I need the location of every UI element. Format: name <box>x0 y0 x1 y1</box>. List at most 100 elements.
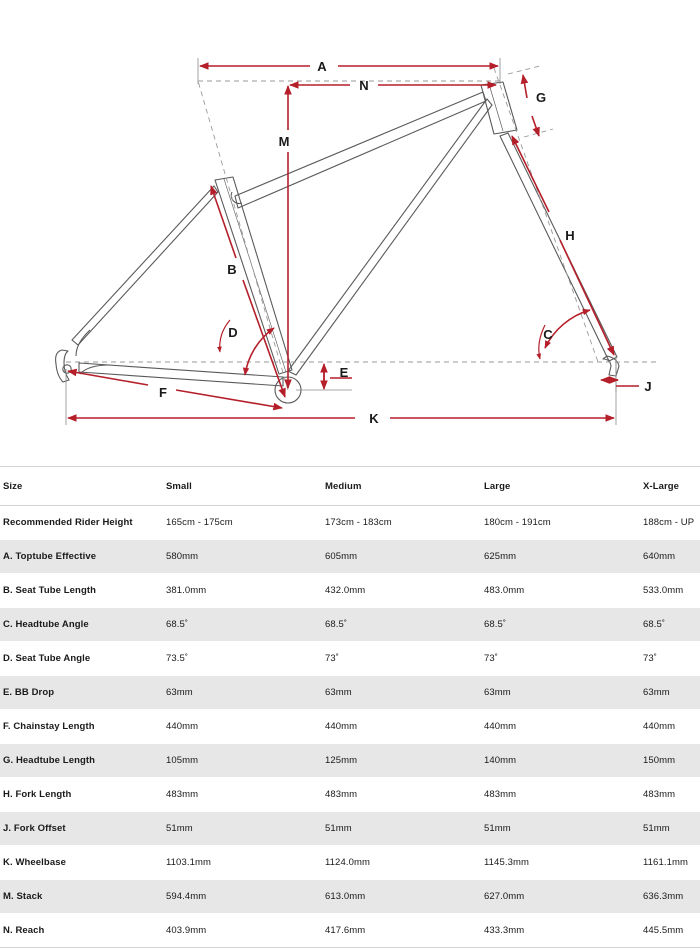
label-D: D <box>228 325 237 340</box>
cell-value: 417.6mm <box>322 913 481 948</box>
label-J: J <box>644 379 651 394</box>
cell-value: 625mm <box>481 539 640 574</box>
label-M: M <box>279 134 290 149</box>
cell-value: 188cm - UP <box>640 505 700 540</box>
cell-value: 1161.1mm <box>640 845 700 880</box>
row-label: H. Fork Length <box>0 777 163 812</box>
cell-value: 483mm <box>640 777 700 812</box>
cell-value: 636.3mm <box>640 879 700 914</box>
cell-value: 73˚ <box>322 641 481 676</box>
label-G: G <box>536 90 546 105</box>
dimension-C <box>536 308 591 360</box>
table-header-row: Size Small Medium Large X-Large <box>0 466 700 506</box>
dimension-E <box>320 363 352 390</box>
row-label: C. Headtube Angle <box>0 607 163 642</box>
label-E: E <box>340 365 349 380</box>
row-label: J. Fork Offset <box>0 811 163 846</box>
cell-value: 51mm <box>481 811 640 846</box>
cell-value: 440mm <box>481 709 640 744</box>
row-label: N. Reach <box>0 913 163 948</box>
column-header-large[interactable]: Large <box>481 466 640 506</box>
cell-value: 594.4mm <box>163 879 322 914</box>
label-K: K <box>369 411 379 426</box>
label-N: N <box>359 78 368 93</box>
dimension-H <box>511 135 615 356</box>
cell-value: 613.0mm <box>322 879 481 914</box>
row-label: Recommended Rider Height <box>0 505 163 540</box>
cell-value: 483.0mm <box>481 573 640 608</box>
cell-value: 1103.1mm <box>163 845 322 880</box>
bike-geometry-diagram: A N M B D E F G H C J K <box>0 0 700 460</box>
frame-outline <box>55 81 620 404</box>
label-B: B <box>227 262 236 277</box>
cell-value: 68.5˚ <box>163 607 322 642</box>
dimension-J <box>600 376 639 387</box>
cell-value: 533.0mm <box>640 573 700 608</box>
cell-value: 140mm <box>481 743 640 778</box>
row-label: F. Chainstay Length <box>0 709 163 744</box>
row-label: K. Wheelbase <box>0 845 163 880</box>
dimension-B <box>210 185 286 398</box>
geometry-svg: A N M B D E F G H C J K <box>55 58 660 426</box>
cell-value: 440mm <box>640 709 700 744</box>
row-label: E. BB Drop <box>0 675 163 710</box>
cell-value: 432.0mm <box>322 573 481 608</box>
row-label: B. Seat Tube Length <box>0 573 163 608</box>
label-H: H <box>565 228 574 243</box>
cell-value: 105mm <box>163 743 322 778</box>
cell-value: 73˚ <box>481 641 640 676</box>
column-header-small[interactable]: Small <box>163 466 322 506</box>
cell-value: 63mm <box>481 675 640 710</box>
column-header-medium[interactable]: Medium <box>322 466 481 506</box>
geometry-table: Size Small Medium Large X-Large Recommen… <box>0 466 700 948</box>
cell-value: 51mm <box>163 811 322 846</box>
cell-value: 640mm <box>640 539 700 574</box>
cell-value: 483mm <box>481 777 640 812</box>
cell-value: 381.0mm <box>163 573 322 608</box>
cell-value: 68.5˚ <box>481 607 640 642</box>
cell-value: 483mm <box>163 777 322 812</box>
dimension-lines <box>67 62 639 422</box>
dimension-G <box>520 74 540 137</box>
cell-value: 580mm <box>163 539 322 574</box>
cell-value: 433.3mm <box>481 913 640 948</box>
cell-value: 73.5˚ <box>163 641 322 676</box>
cell-value: 73˚ <box>640 641 700 676</box>
cell-value: 1145.3mm <box>481 845 640 880</box>
cell-value: 165cm - 175cm <box>163 505 322 540</box>
dimension-F <box>67 368 283 411</box>
cell-value: 440mm <box>322 709 481 744</box>
cell-value: 483mm <box>322 777 481 812</box>
row-label: D. Seat Tube Angle <box>0 641 163 676</box>
label-F: F <box>159 385 167 400</box>
cell-value: 173cm - 183cm <box>322 505 481 540</box>
row-label: M. Stack <box>0 879 163 914</box>
cell-value: 68.5˚ <box>640 607 700 642</box>
cell-value: 63mm <box>640 675 700 710</box>
cell-value: 1124.0mm <box>322 845 481 880</box>
cell-value: 150mm <box>640 743 700 778</box>
cell-value: 445.5mm <box>640 913 700 948</box>
column-header-xlarge[interactable]: X-Large <box>640 466 700 506</box>
cell-value: 63mm <box>163 675 322 710</box>
label-A: A <box>317 59 327 74</box>
cell-value: 180cm - 191cm <box>481 505 640 540</box>
row-label: A. Toptube Effective <box>0 539 163 574</box>
cell-value: 68.5˚ <box>322 607 481 642</box>
cell-value: 605mm <box>322 539 481 574</box>
column-header-size[interactable]: Size <box>0 466 163 506</box>
